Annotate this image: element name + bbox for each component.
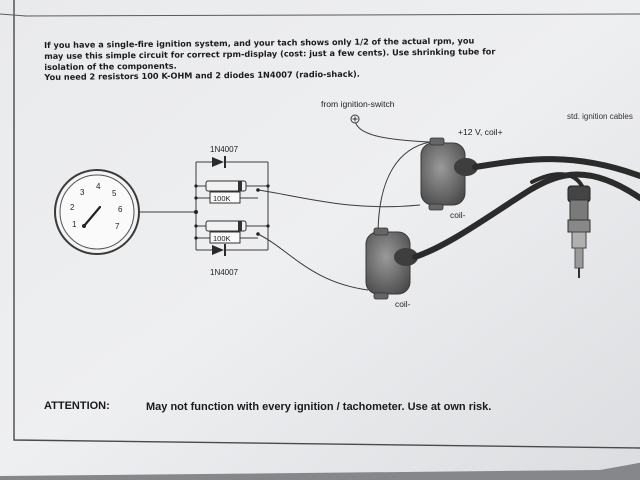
diode-component-2 <box>205 220 247 232</box>
attention-label: ATTENTION: <box>44 400 110 412</box>
coil-minus-lower-label: coil- <box>395 299 411 309</box>
resistor-top-label: 100K <box>213 194 231 203</box>
resistor-top: 100K <box>209 191 241 204</box>
tachometer-gauge: 1 2 3 4 5 6 7 <box>54 169 140 255</box>
tach-number: 4 <box>96 182 101 191</box>
ignition-coil-upper <box>420 137 478 211</box>
tach-number: 5 <box>112 189 117 198</box>
diode-bottom-label: 1N4007 <box>210 268 239 277</box>
spark-plug <box>567 185 591 278</box>
attention-text: May not function with every ignition / t… <box>146 401 492 413</box>
tach-number: 6 <box>118 205 123 214</box>
junction-dots <box>194 184 270 240</box>
ignition-switch-label: from ignition-switch <box>321 99 395 109</box>
diode-top-label: 1N4007 <box>210 145 239 154</box>
ignition-cables-label: std. ignition cables <box>567 112 633 121</box>
plus-12v-label: +12 V, coil+ <box>458 127 503 137</box>
diode-top <box>212 156 236 168</box>
tach-number: 2 <box>70 203 75 212</box>
ignition-coil-lower <box>365 227 418 300</box>
ignition-cables <box>412 156 640 260</box>
diode-component-1 <box>205 180 247 192</box>
intro-paragraph: If you have a single-fire ignition syste… <box>44 35 544 83</box>
resistor-bottom: 100K <box>209 231 241 244</box>
tach-number: 1 <box>72 220 77 229</box>
resistor-bottom-label: 100K <box>213 234 231 243</box>
tach-number: 3 <box>80 188 85 197</box>
tach-needle <box>82 205 102 228</box>
diode-bottom <box>212 244 236 256</box>
ignition-switch-terminal <box>350 114 360 124</box>
coil-minus-upper-label: coil- <box>450 210 466 220</box>
tach-number: 7 <box>115 222 120 231</box>
